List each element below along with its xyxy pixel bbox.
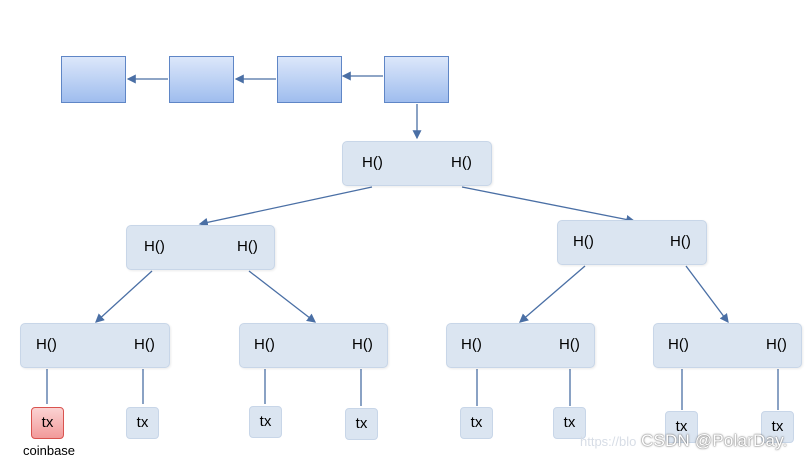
hash-label: H() — [144, 238, 165, 255]
hash-label: H() — [668, 336, 689, 353]
chain-block-1 — [61, 56, 126, 103]
tx-leaf-4: tx — [345, 408, 378, 440]
arrow-root-to-left — [198, 186, 373, 227]
hash-label: H() — [352, 336, 373, 353]
hash-label: H() — [36, 336, 57, 353]
merkle-node-leaf-parent-3: H() H() — [446, 323, 595, 368]
hash-label: H() — [134, 336, 155, 353]
hash-label: H() — [766, 336, 787, 353]
tx-leaf-6: tx — [553, 407, 586, 439]
hash-label: H() — [573, 233, 594, 250]
arrow-l1b-to-l2c — [519, 265, 586, 323]
coinbase-tx: tx — [31, 407, 64, 439]
tx-leaf-3: tx — [249, 406, 282, 438]
arrow-l1a-to-l2a — [95, 270, 153, 323]
tx-leaf-5: tx — [460, 407, 493, 439]
hash-label: H() — [559, 336, 580, 353]
merkle-node-leaf-parent-1: H() H() — [20, 323, 170, 368]
merkle-node-left: H() H() — [126, 225, 275, 270]
arrow-l1b-to-l2d — [685, 265, 729, 324]
merkle-root-node: H() H() — [342, 141, 492, 186]
tx-leaf-7: tx — [665, 411, 698, 443]
tx-leaf-2: tx — [126, 407, 159, 439]
chain-block-2 — [169, 56, 234, 103]
hash-label: H() — [451, 154, 472, 171]
arrow-l1a-to-l2b — [248, 270, 317, 323]
watermark-text: CSDN @PolarDay. — [641, 431, 788, 450]
tx-leaf-8: tx — [761, 411, 794, 443]
watermark-url: https://blo — [580, 434, 637, 449]
arrow-root-to-right — [461, 186, 636, 224]
chain-block-3 — [277, 56, 342, 103]
hash-label: H() — [362, 154, 383, 171]
hash-label: H() — [461, 336, 482, 353]
merkle-node-right: H() H() — [557, 220, 707, 265]
merkle-node-leaf-parent-2: H() H() — [239, 323, 388, 368]
merkle-node-leaf-parent-4: H() H() — [653, 323, 802, 368]
chain-block-4 — [384, 56, 449, 103]
hash-label: H() — [237, 238, 258, 255]
hash-label: H() — [670, 233, 691, 250]
coinbase-caption: coinbase — [23, 443, 76, 458]
hash-label: H() — [254, 336, 275, 353]
